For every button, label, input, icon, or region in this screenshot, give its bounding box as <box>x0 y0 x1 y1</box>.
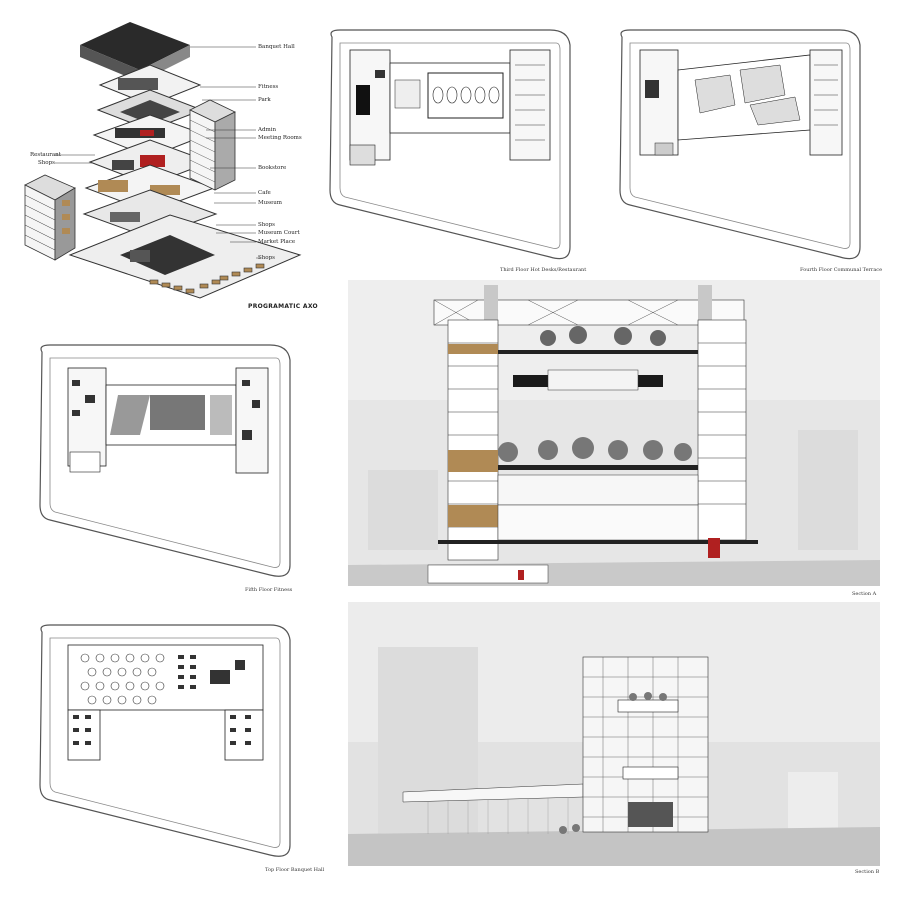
axo-label-shops: Shops <box>258 222 275 228</box>
axo-label-market-place: Market Place <box>258 239 296 245</box>
section-a-caption: Section A <box>852 591 877 597</box>
axo-label-banquet-hall: Banquet Hall <box>258 44 295 50</box>
axo-label-restaurant: Restaurant <box>30 152 61 158</box>
plan-third-floor-caption: Third Floor Hot Desks/Restaurant <box>500 267 587 273</box>
axo-label-museum: Museum <box>258 200 283 206</box>
plan-fifth-floor-caption: Fifth Floor Fitness <box>245 587 293 593</box>
plan-third-floor: Third Floor Hot Desks/Restaurant <box>320 25 586 275</box>
axo-label-museum-court: Museum Court <box>258 230 300 236</box>
programmatic-axo: Banquet Hall Fitness Park Admin Meeting … <box>0 0 320 320</box>
plan-fifth-floor: Fifth Floor Fitness <box>30 340 300 600</box>
plan-top-floor-drawing <box>39 624 291 857</box>
plan-third-floor-drawing <box>329 29 571 260</box>
axo-label-park: Park <box>258 97 271 103</box>
axo-label-shops-left: Shops <box>38 160 55 166</box>
axo-title: PROGRAMATIC AXO <box>248 303 318 310</box>
plan-fourth-floor: Fourth Floor Communal Terrace <box>610 25 882 275</box>
axo-label-cafe: Cafe <box>258 190 271 196</box>
section-b <box>348 602 880 866</box>
axo-label-shops-ground: Shops <box>258 255 275 261</box>
axo-label-meeting-rooms: Meeting Rooms <box>258 135 302 141</box>
axo-label-fitness: Fitness <box>258 84 279 90</box>
section-b-caption: Section B <box>855 869 880 875</box>
axo-drawing <box>24 22 302 299</box>
axo-label-admin: Admin <box>258 127 277 133</box>
section-b-drawing <box>348 602 880 866</box>
plan-fifth-floor-drawing <box>39 344 291 577</box>
axo-label-bookstore: Bookstore <box>258 165 287 171</box>
plan-fourth-floor-drawing <box>619 29 861 260</box>
section-a-drawing <box>348 280 880 586</box>
section-a <box>348 280 880 586</box>
plan-top-floor-caption: Top Floor Banquet Hall <box>265 867 325 873</box>
plan-top-floor: Top Floor Banquet Hall <box>30 620 324 880</box>
plan-fourth-floor-caption: Fourth Floor Communal Terrace <box>800 267 883 273</box>
